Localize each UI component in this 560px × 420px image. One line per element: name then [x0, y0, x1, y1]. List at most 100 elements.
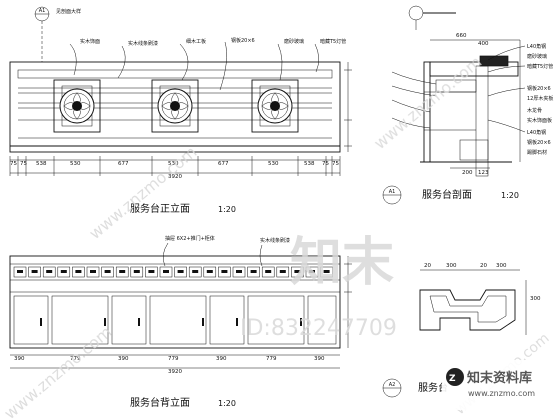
plan-title-tag: A2 — [389, 382, 396, 388]
plan-dim-2: 20 — [480, 263, 487, 269]
section-title: 服务台剖面 — [422, 188, 472, 201]
back-drawers — [13, 266, 333, 278]
front-dim-10: 75 — [332, 161, 339, 167]
drawer-handle — [177, 270, 184, 273]
watermark-site-1: www.znzmo.com — [85, 142, 200, 243]
watermark-logo: 知末 — [290, 233, 394, 293]
front-callout-note: 见剖面大样 — [56, 8, 81, 15]
drawer-front — [57, 266, 71, 278]
front-label-steel: 钢板20×6 — [231, 37, 255, 44]
front-dim-4: 677 — [118, 161, 129, 167]
drawer-handle — [221, 270, 228, 273]
section-title-callout: A1 — [382, 185, 402, 205]
back-scale: 1:20 — [218, 399, 236, 408]
front-dim-7: 530 — [268, 161, 279, 167]
back-dim-3: 779 — [168, 356, 179, 362]
drawer-handle — [309, 270, 315, 273]
drawer-front — [159, 266, 173, 278]
drawer-front — [232, 266, 246, 278]
brand-name: 知末资料库 — [467, 370, 532, 386]
drawer-handle — [75, 270, 82, 273]
front-dim-0: 75 — [10, 161, 17, 167]
section-label-l40: L40角钢 — [527, 43, 546, 50]
drawer-front — [203, 266, 217, 278]
plan-dim-0: 20 — [424, 263, 431, 269]
front-label-mdf: 细木工板 — [186, 38, 206, 45]
front-dim-1: 75 — [20, 161, 27, 167]
section-label-base: 钢板20×6 — [527, 139, 551, 146]
svg-text:Z: Z — [449, 374, 456, 384]
carved-panel-1 — [53, 79, 101, 133]
drawer-front — [247, 266, 260, 278]
plan-dim-3: 300 — [496, 263, 507, 269]
back-outer-frame — [9, 255, 341, 349]
watermark-site-2: www.znzmo.com — [370, 52, 485, 153]
drawer-front — [72, 266, 85, 278]
watermark-id: ID:832247709 — [240, 316, 397, 341]
front-dim-3: 530 — [70, 161, 81, 167]
drawer-handle — [119, 270, 126, 273]
front-label-cabinet: 实木饰面 — [80, 38, 100, 45]
back-dim-0: 390 — [14, 356, 25, 362]
front-callout-tag: A1 — [39, 8, 46, 14]
section-dim-top-0: 660 — [456, 33, 467, 39]
front-dim-6: 677 — [218, 161, 229, 167]
drawer-handle — [250, 270, 257, 273]
brand-url: www.znzmo.com — [468, 389, 535, 398]
drawer-front — [276, 266, 290, 278]
back-dim-6: 390 — [314, 356, 325, 362]
drawer-handle — [31, 270, 38, 273]
carved-panel-2 — [151, 79, 199, 133]
plan-title: 服务台 — [418, 381, 448, 394]
section-dim-bottom-0: 200 — [462, 170, 473, 176]
front-section-callout: A1 见剖面大样 — [34, 6, 81, 62]
drawer-front — [188, 266, 202, 278]
drawer-handle — [46, 270, 53, 273]
back-label-molding: 实木线条刷漆 — [260, 237, 290, 244]
drawer-handle — [279, 270, 286, 273]
back-label-drawers: 抽屉 6X2+推门+柜体 — [165, 235, 215, 242]
drawer-handle — [294, 270, 301, 273]
section-callout — [408, 5, 456, 30]
brand-badge: Z 知末资料库 www.znzmo.com — [442, 360, 554, 410]
drawer-front — [13, 266, 27, 278]
back-doors — [13, 295, 337, 345]
plan-dim-1: 300 — [446, 263, 457, 269]
front-dim-9: 75 — [322, 161, 329, 167]
drawer-front — [101, 266, 114, 278]
watermark-site-3: www.znzmo.com — [0, 322, 115, 420]
drawer-front — [261, 266, 275, 278]
back-dim-5: 779 — [266, 356, 277, 362]
front-label-light: 暗藏T5灯管 — [320, 38, 346, 45]
drawer-handle — [17, 270, 23, 273]
section-dim-bottom-1: 123 — [478, 170, 489, 176]
front-dim-total: 3920 — [168, 174, 182, 180]
plan-detail: 20 300 20 300 300 A2 服务台 — [382, 263, 541, 398]
drawer-handle — [104, 270, 111, 273]
drawer-front — [320, 266, 333, 278]
drawer-front — [305, 266, 319, 278]
drawer-handle — [236, 270, 242, 273]
section-label-frame: 木龙骨 — [527, 107, 542, 114]
drawer-front — [42, 266, 56, 278]
back-elevation: 抽屉 6X2+推门+柜体 实木线条刷漆 390 — [9, 235, 352, 409]
drawer-handle — [265, 270, 272, 273]
front-dim-2: 538 — [36, 161, 47, 167]
section-scale: 1:20 — [501, 191, 519, 200]
drawer-handle — [163, 270, 169, 273]
front-dim-8: 538 — [304, 161, 315, 167]
plan-title-callout: A2 — [382, 378, 402, 398]
front-outer-frame — [9, 61, 341, 153]
plan-dim-right: 300 — [530, 296, 541, 302]
drawer-front — [115, 266, 129, 278]
section-label-light: 暗藏T5灯管 — [527, 63, 553, 70]
drawer-front — [86, 266, 100, 278]
drawer-handle — [323, 270, 330, 273]
front-title: 服务台正立面 — [130, 202, 190, 215]
section-title-tag: A1 — [389, 189, 396, 195]
section-label-l40b: L40角钢 — [527, 129, 546, 136]
front-dim-5: 530 — [168, 161, 179, 167]
section-label-stone: 踢脚石材 — [527, 149, 547, 156]
drawer-front — [174, 266, 187, 278]
